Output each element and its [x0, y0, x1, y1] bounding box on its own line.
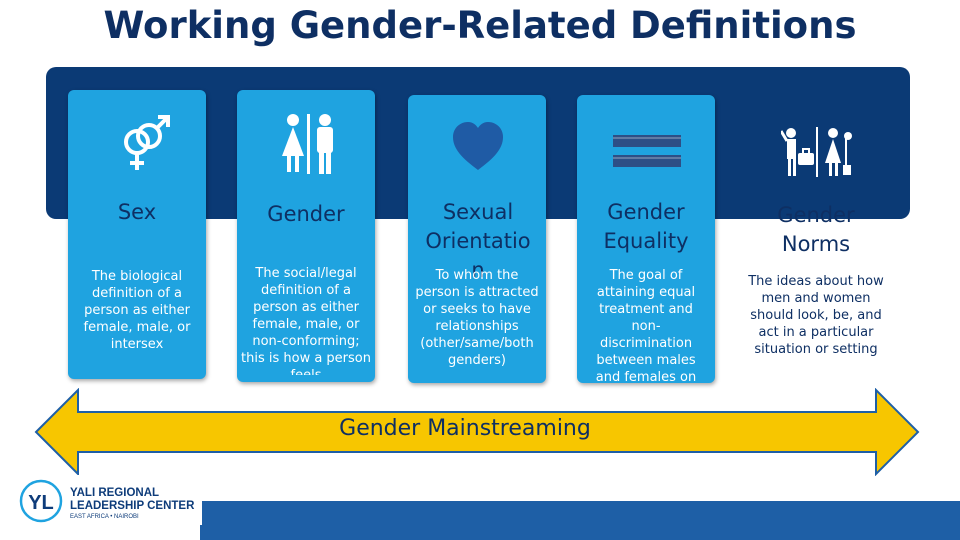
- mainstreaming-label: Gender Mainstreaming: [339, 416, 591, 441]
- card-body-sex: The biological definition of a person as…: [83, 269, 191, 352]
- logo-line-3: EAST AFRICA • NAIROBI: [70, 514, 139, 520]
- equals-icon: [613, 135, 681, 167]
- card-title-gender: Gender: [267, 202, 345, 226]
- card-title-sex: Sex: [117, 200, 157, 224]
- card-title-sexual-orientation: Sexual Orientatio n: [425, 200, 531, 282]
- footer-bar: [200, 501, 960, 540]
- yali-mark-text: YL: [28, 492, 54, 514]
- card-body-gender-norms: The ideas about how men and women should…: [748, 274, 884, 357]
- card-sexual-orientation: Sexual Orientatio n To whom the person i…: [408, 95, 546, 383]
- card-gender: Gender The social/legal definition of a …: [237, 90, 375, 382]
- card-title-gender-norms: Gender Norms: [777, 203, 855, 256]
- card-title-gender-equality: Gender Equality: [603, 200, 689, 253]
- roles-icon: [781, 127, 852, 177]
- card-body-gender-equality: The goal of attaining equal treatment an…: [595, 268, 697, 385]
- heart-icon: [453, 122, 503, 170]
- logo-line-1: YALI REGIONAL: [70, 487, 160, 499]
- card-body-gender: The social/legal definition of a person …: [241, 266, 371, 375]
- card-gender-norms: Gender Norms The ideas about how men and…: [747, 95, 885, 383]
- card-sex: Sex The biological definition of a perso…: [68, 90, 206, 379]
- mainstreaming-arrow: [34, 388, 920, 476]
- woman-man-icon: [282, 114, 333, 174]
- logo-line-2: LEADERSHIP CENTER: [70, 500, 195, 512]
- yali-mark-icon: YL: [19, 479, 63, 523]
- page-title: Working Gender-Related Definitions: [103, 4, 857, 47]
- yali-logo: YL YALI REGIONAL LEADERSHIP CENTER EAST …: [14, 475, 202, 525]
- card-gender-equality: Gender Equality The goal of attaining eq…: [577, 95, 715, 385]
- gender-symbols-icon: [124, 115, 170, 170]
- card-body-sexual-orientation: To whom the person is attracted or seeks…: [415, 268, 539, 367]
